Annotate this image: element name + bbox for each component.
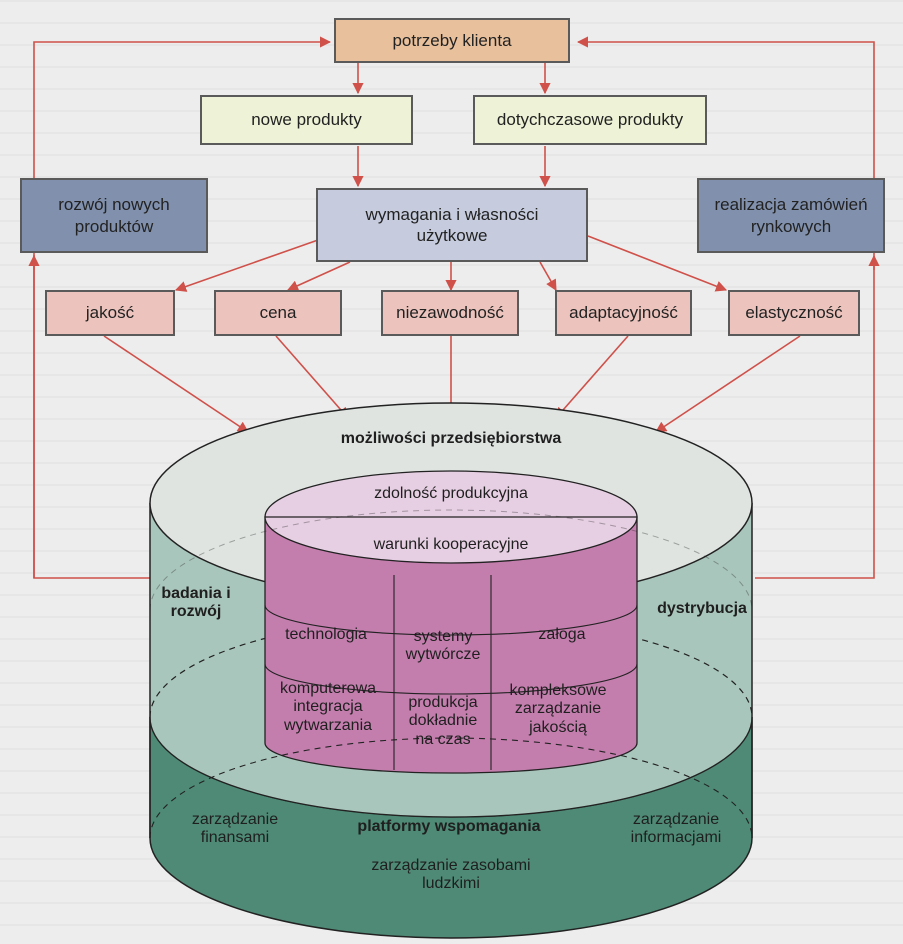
cooperation-label: warunki kooperacyjne xyxy=(373,536,529,553)
cim-label: komputerowa integracja wytwarzania xyxy=(279,680,377,734)
attr-adaptability-box: adaptacyjność xyxy=(555,290,692,336)
attr-adaptability-label: adaptacyjność xyxy=(569,303,678,323)
new-products-box: nowe produkty xyxy=(200,95,413,145)
attr-elasticity-box: elastyczność xyxy=(728,290,860,336)
attr-reliability-box: niezawodność xyxy=(381,290,519,336)
market-orders-box: realizacja zamówień rynkowych xyxy=(697,178,885,253)
requirements-box: wymagania i własności użytkowe xyxy=(316,188,588,262)
distribution-label: dystrybucja xyxy=(657,600,747,617)
tqm-label: kompleksowe zarządzanie jakością xyxy=(509,682,607,736)
cylinder-title: możliwości przedsiębiorstwa xyxy=(340,430,562,447)
existing-products-label: dotychczasowe produkty xyxy=(496,110,684,130)
crew-label: załoga xyxy=(538,626,586,643)
hr-label: zarządzanie zasobami ludzkimi xyxy=(371,857,531,893)
client-needs-box: potrzeby klienta xyxy=(334,18,570,63)
arrow-elastic-cyl xyxy=(655,335,801,433)
new-products-label: nowe produkty xyxy=(251,110,362,130)
arrow-req-quality xyxy=(174,239,319,292)
attr-reliability-label: niezawodność xyxy=(396,303,504,323)
rnd-label: badania i rozwój xyxy=(161,585,231,621)
arrow-adapt-cyl xyxy=(555,335,629,419)
client-needs-label: potrzeby klienta xyxy=(392,30,512,50)
production-capacity-label: zdolność produkcyjna xyxy=(374,485,528,502)
attr-quality-box: jakość xyxy=(45,290,175,336)
attr-elasticity-label: elastyczność xyxy=(745,303,843,323)
arrow-req-adapt xyxy=(539,261,557,291)
jit-label: produkcja dokładnie na czas xyxy=(408,694,478,748)
finance-label: zarządzanie finansami xyxy=(191,811,279,847)
attr-price-label: cena xyxy=(259,303,297,323)
requirements-label: wymagania i własności użytkowe xyxy=(365,204,539,245)
technology-label: technologia xyxy=(285,626,367,643)
market-orders-label: realizacja zamówień rynkowych xyxy=(714,195,868,236)
arrow-quality-cyl xyxy=(103,335,249,433)
arrow-req-elastic xyxy=(587,235,728,292)
inner-cylinder-body xyxy=(264,516,638,774)
info-label: zarządzanie informacjami xyxy=(630,811,722,847)
arrow-req-price xyxy=(286,261,351,291)
arrow-price-cyl xyxy=(275,335,349,419)
manufacturing-systems-label: systemy wytwórcze xyxy=(405,628,481,664)
support-platforms-label: platformy wspomagania xyxy=(357,818,541,835)
attr-quality-label: jakość xyxy=(85,303,135,323)
existing-products-box: dotychczasowe produkty xyxy=(473,95,707,145)
attr-price-box: cena xyxy=(214,290,342,336)
new-product-dev-label: rozwój nowych produktów xyxy=(58,195,170,236)
right-loop-up xyxy=(576,36,875,579)
new-product-dev-box: rozwój nowych produktów xyxy=(20,178,208,253)
